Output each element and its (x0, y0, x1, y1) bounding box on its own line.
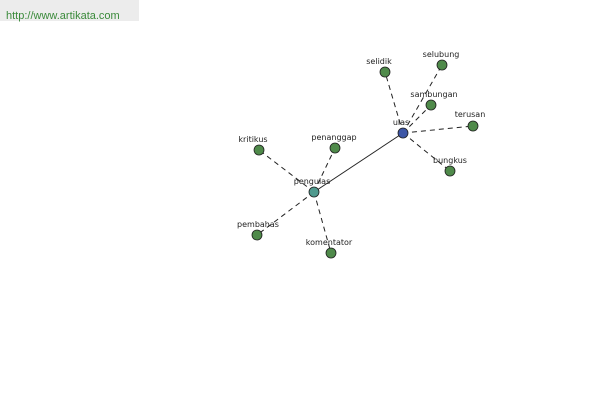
label-bungkus: bungkus (433, 156, 467, 165)
node-sambungan[interactable] (425, 99, 437, 111)
edge-ulas-pengulas (313, 132, 404, 193)
node-selubung[interactable] (436, 59, 448, 71)
node-selidik[interactable] (379, 66, 391, 78)
node-ulas[interactable] (397, 127, 409, 139)
label-selubung: selubung (423, 50, 460, 59)
label-komentator: komentator (306, 238, 353, 247)
edge-ulas-bungkus (402, 132, 451, 172)
label-terusan: terusan (455, 110, 486, 119)
edge-pengulas-kritikus (258, 149, 315, 193)
label-pembahas: pembahas (237, 220, 279, 229)
edge-pengulas-penanggap (313, 147, 336, 193)
label-selidik: selidik (366, 57, 392, 66)
node-penanggap[interactable] (329, 142, 341, 154)
edge-pengulas-komentator (313, 191, 332, 254)
label-penanggap: penanggap (311, 133, 356, 142)
label-pengulas: pengulas (294, 177, 331, 186)
node-bungkus[interactable] (444, 165, 456, 177)
node-kritikus[interactable] (253, 144, 265, 156)
node-pembahas[interactable] (251, 229, 263, 241)
node-terusan[interactable] (467, 120, 479, 132)
label-sambungan: sambungan (410, 90, 457, 99)
source-link[interactable]: http://www.artikata.com (6, 10, 120, 22)
edge-ulas-terusan (402, 125, 474, 134)
edge-ulas-sambungan (402, 104, 432, 134)
edge-ulas-selidik (384, 71, 404, 134)
edge-pengulas-pembahas (256, 191, 315, 236)
source-banner: http://www.artikata.com (0, 0, 139, 22)
label-ulas: ulas (393, 118, 409, 127)
node-komentator[interactable] (325, 247, 337, 259)
node-pengulas[interactable] (308, 186, 320, 198)
edge-ulas-selubung (402, 64, 443, 134)
label-kritikus: kritikus (238, 135, 267, 144)
